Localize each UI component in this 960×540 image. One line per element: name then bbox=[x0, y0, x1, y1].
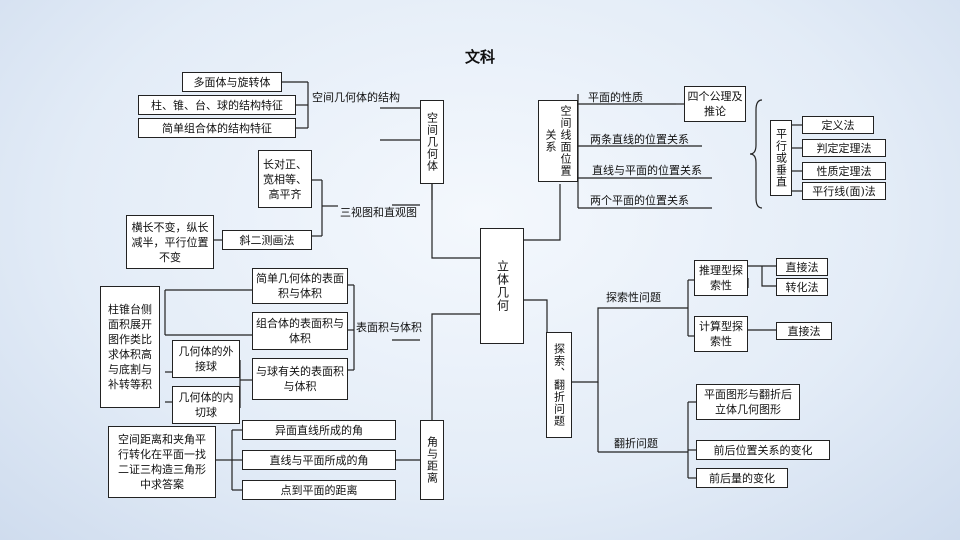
oblique-rule-box: 横长不变，纵长减半，平行位置不变 bbox=[126, 215, 214, 269]
area-item-0: 简单几何体的表面积与体积 bbox=[252, 268, 348, 304]
position-item-3: 两个平面的位置关系 bbox=[590, 194, 689, 207]
fold-item-1: 前后位置关系的变化 bbox=[696, 440, 830, 460]
category-position-relations: 空间线面位置关系 bbox=[538, 100, 578, 182]
angle-item-1: 直线与平面所成的角 bbox=[242, 450, 396, 470]
angle-method-box: 空间距离和夹角平行转化在平面一找二证三构造三角形中求答案 bbox=[108, 426, 216, 498]
method-2: 性质定理法 bbox=[802, 162, 886, 180]
views-label: 三视图和直观图 bbox=[340, 206, 417, 219]
calc-box: 计算型探索性 bbox=[694, 316, 748, 352]
fold-item-2: 前后量的变化 bbox=[696, 468, 788, 488]
axioms-box: 四个公理及推论 bbox=[684, 86, 746, 122]
position-item-0: 平面的性质 bbox=[588, 91, 643, 104]
sphere-inner-box: 几何体的内切球 bbox=[172, 386, 240, 424]
calc-method: 直接法 bbox=[776, 322, 832, 340]
area-method-box: 柱锥台侧面积展开图作类比求体积高与底割与补转等积 bbox=[100, 286, 160, 408]
parallel-perp-box: 平行或垂直 bbox=[770, 120, 792, 196]
explore-label: 探索性问题 bbox=[606, 291, 661, 304]
position-item-2: 直线与平面的位置关系 bbox=[592, 164, 702, 177]
area-label: 表面积与体积 bbox=[356, 321, 422, 334]
area-item-2: 与球有关的表面积与体积 bbox=[252, 358, 348, 400]
angle-item-2: 点到平面的距离 bbox=[242, 480, 396, 500]
reasoning-box: 推理型探索性 bbox=[694, 260, 748, 296]
sphere-outer-box: 几何体的外接球 bbox=[172, 340, 240, 378]
reasoning-method-1: 转化法 bbox=[776, 278, 828, 296]
method-3: 平行线(面)法 bbox=[802, 182, 886, 200]
method-1: 判定定理法 bbox=[802, 139, 886, 157]
position-item-1: 两条直线的位置关系 bbox=[590, 133, 689, 146]
center-topic-box: 立体几何 bbox=[480, 228, 524, 344]
method-0: 定义法 bbox=[802, 116, 874, 134]
structure-label: 空间几何体的结构 bbox=[312, 91, 400, 104]
fold-item-0: 平面图形与翻折后立体几何图形 bbox=[696, 384, 800, 420]
angle-item-0: 异面直线所成的角 bbox=[242, 420, 396, 440]
page-title: 文科 bbox=[464, 48, 495, 66]
reasoning-method-0: 直接法 bbox=[776, 258, 828, 276]
category-explore-fold: 探索、翻折问题 bbox=[546, 332, 572, 438]
category-angle-distance: 角与距离 bbox=[420, 420, 444, 500]
area-item-1: 组合体的表面积与体积 bbox=[252, 312, 348, 350]
structure-item-0: 多面体与旋转体 bbox=[182, 72, 282, 92]
category-spatial-solids: 空间几何体 bbox=[420, 100, 444, 184]
structure-item-2: 简单组合体的结构特征 bbox=[138, 118, 296, 138]
oblique-method-box: 斜二测画法 bbox=[222, 230, 312, 250]
views-rule-box: 长对正、宽相等、高平齐 bbox=[258, 150, 312, 208]
structure-item-1: 柱、锥、台、球的结构特征 bbox=[138, 95, 296, 115]
fold-label: 翻折问题 bbox=[614, 437, 658, 450]
